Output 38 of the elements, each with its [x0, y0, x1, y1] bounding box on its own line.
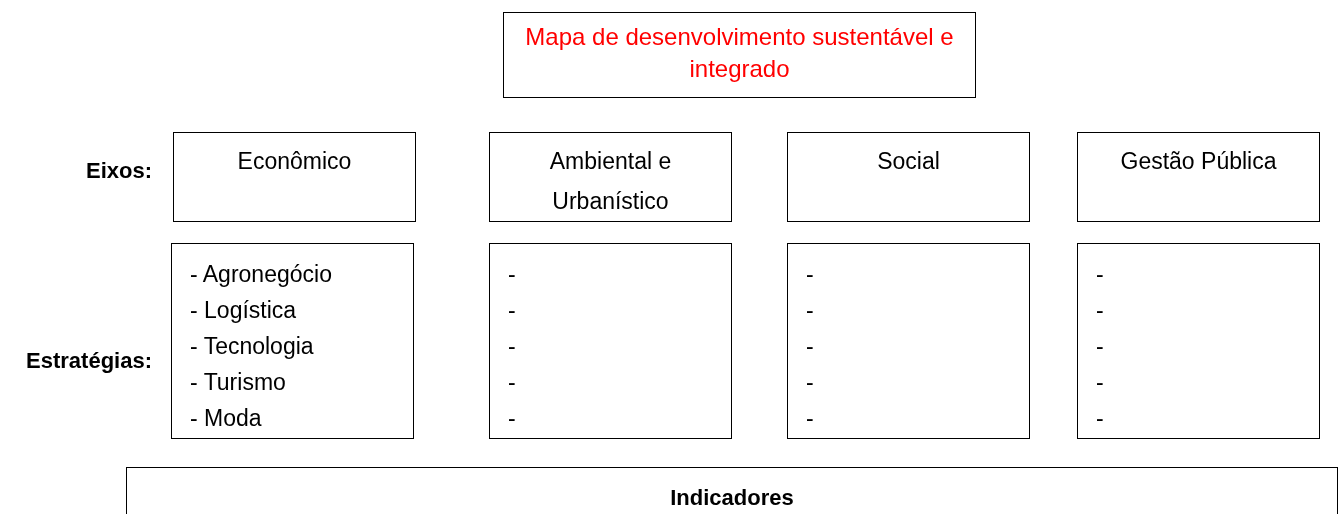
list-item: - [508, 368, 517, 397]
indicators-box [126, 467, 1338, 514]
strategy-box [171, 243, 414, 439]
strategy-box [1077, 243, 1320, 439]
title-text: Mapa de desenvolvimento sustentável e integrado [524, 22, 955, 85]
heading-text: Gestão Pública [1119, 147, 1278, 176]
list-item: - [806, 368, 815, 397]
list-item: - [806, 296, 815, 325]
list-item: - [806, 260, 815, 289]
list-item: - [508, 296, 517, 325]
list-item: - [1096, 296, 1105, 325]
list-item: - [508, 260, 517, 289]
heading-text: Ambiental e Urbanístico [548, 147, 673, 216]
list-item: - [1096, 404, 1105, 433]
heading-text: Social [876, 147, 941, 176]
heading-text: Econômico [236, 147, 353, 176]
list-item: - Tecnologia [190, 332, 315, 361]
row-label: Eixos: [84, 158, 152, 184]
strategy-box [787, 243, 1030, 439]
list-item: - Moda [190, 404, 263, 433]
list-item: - Agronegócio [190, 260, 333, 289]
axis-box [1077, 132, 1320, 222]
strategy-box [489, 243, 732, 439]
heading-text: Indicadores [669, 484, 795, 512]
list-item: - [508, 404, 517, 433]
axis-box [489, 132, 732, 222]
list-item: - [508, 332, 517, 361]
row-label: Estratégias: [25, 348, 152, 374]
list-item: - [1096, 368, 1105, 397]
axis-box [787, 132, 1030, 222]
list-item: - Turismo [190, 368, 287, 397]
list-item: - [806, 332, 815, 361]
axis-box [173, 132, 416, 222]
list-item: - [1096, 260, 1105, 289]
list-item: - [806, 404, 815, 433]
list-item: - Logística [190, 296, 298, 325]
title-box [503, 12, 976, 98]
list-item: - [1096, 332, 1105, 361]
